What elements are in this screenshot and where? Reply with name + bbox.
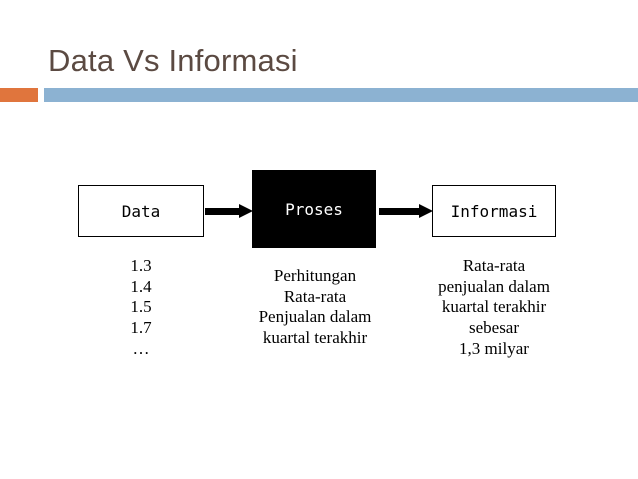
caption-informasi: Rata-rata penjualan dalam kuartal terakh… [438,256,550,358]
node-data: Data [78,185,204,237]
arrow-data-to-proses [205,204,253,218]
arrow-shaft [205,208,239,215]
node-proses: Proses [252,170,376,248]
caption-data: 1.3 1.4 1.5 1.7 … [130,256,152,358]
arrow-shaft [379,208,419,215]
arrow-head [419,204,433,218]
arrow-proses-to-informasi [379,204,433,218]
arrow-head [239,204,253,218]
title-accent-bar-orange [0,88,38,102]
node-informasi-label: Informasi [450,201,538,221]
node-data-label: Data [121,201,161,221]
caption-proses: Perhitungan Rata-rata Penjualan dalam ku… [258,266,372,348]
page-title: Data Vs Informasi [48,42,298,78]
node-informasi: Informasi [432,185,556,237]
node-proses-label: Proses [285,199,343,219]
title-accent-bar-blue [44,88,638,102]
